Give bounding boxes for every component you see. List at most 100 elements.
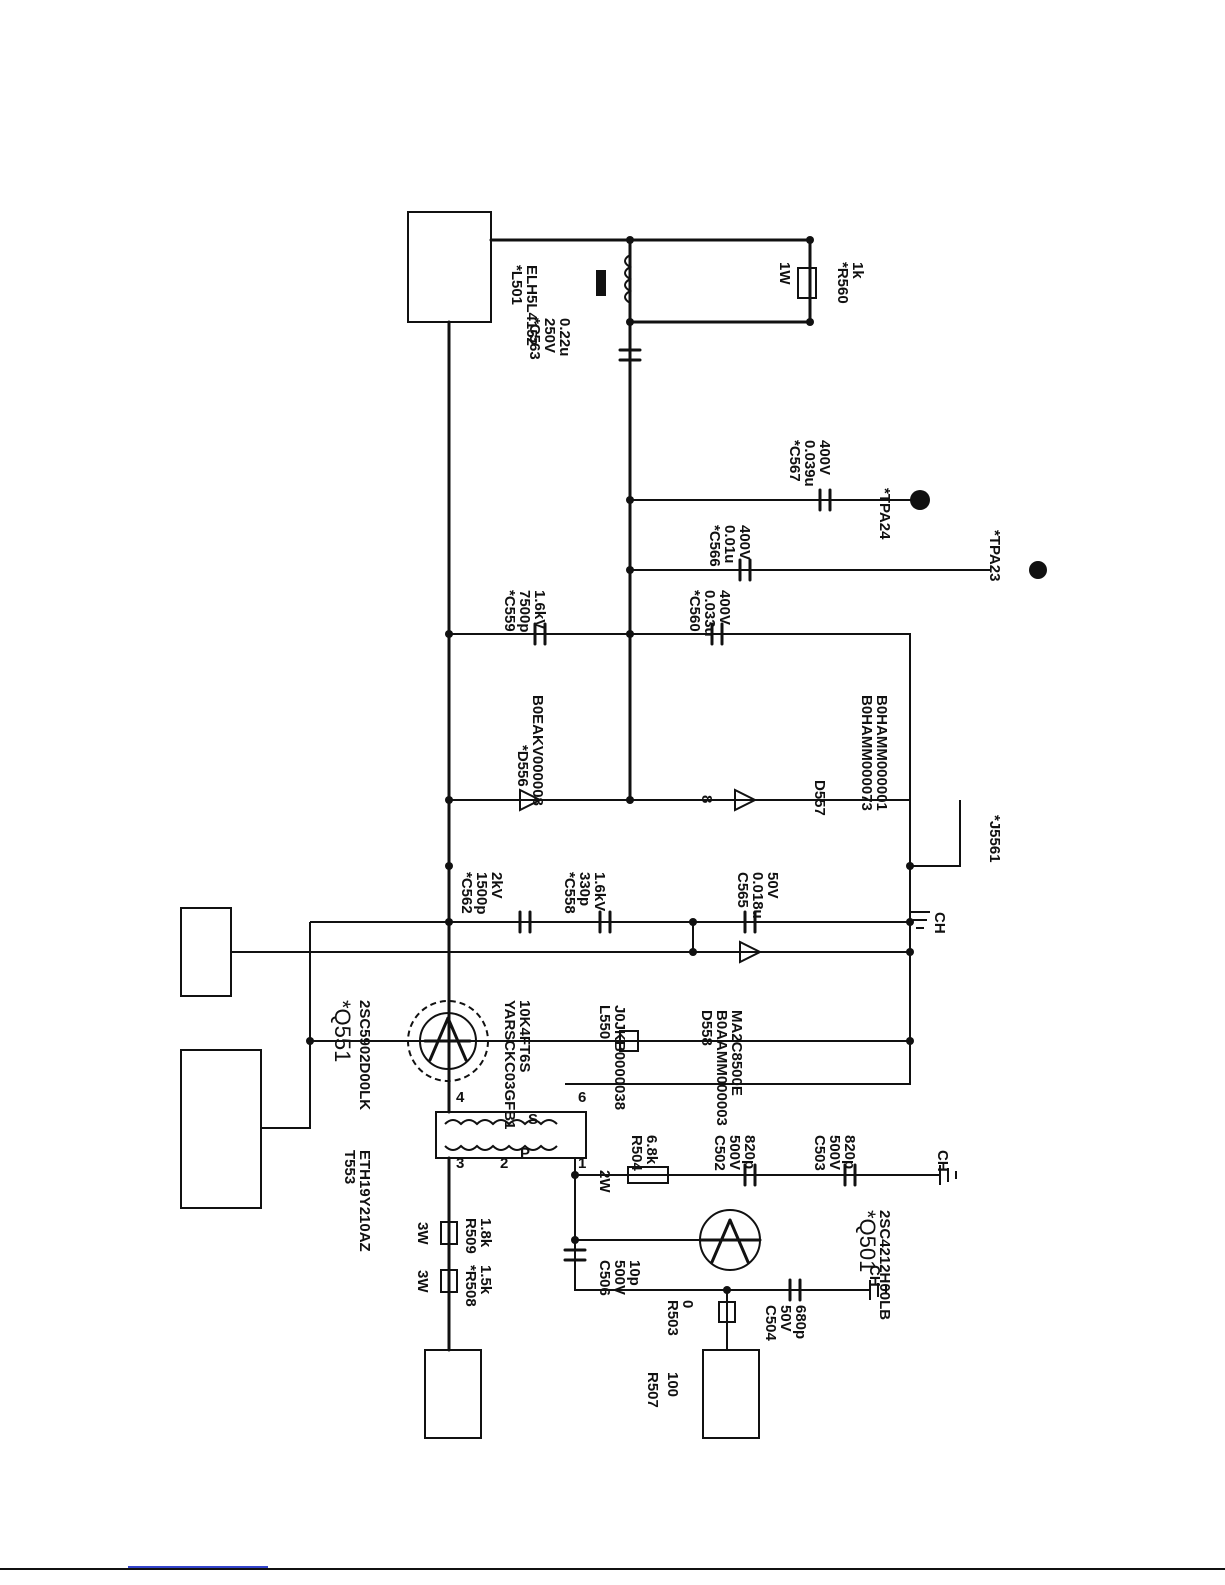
diode-d556 — [519, 788, 543, 812]
label-tpa23: *TPA23 — [986, 530, 1003, 581]
diode-d558 — [739, 940, 763, 964]
transformer-t553 — [435, 1111, 587, 1159]
label-q551-part3: 10K4FT6S — [516, 1000, 533, 1073]
transformer-coil-bottom — [444, 1144, 558, 1151]
block-bottom-left — [424, 1349, 482, 1439]
label-diode-mark: 8 — [698, 795, 715, 803]
label-c504-ref: C504 — [762, 1305, 779, 1342]
transistor-q551-inner — [419, 1012, 477, 1070]
label-r509-ref: R509 — [462, 1218, 479, 1254]
footer-link-underline[interactable] — [128, 1566, 268, 1568]
label-r560-value: 1k — [849, 262, 866, 279]
label-r507-ref: R507 — [644, 1372, 661, 1408]
label-d558-part: B0AAMM000003 — [713, 1010, 730, 1126]
label-d557-part2: B0HAMM000001 — [873, 695, 890, 811]
ground-symbol — [869, 1280, 887, 1300]
label-r503-value: 0 — [679, 1300, 696, 1308]
cap-c504 — [788, 1278, 802, 1302]
label-ground-1: CH — [934, 1150, 951, 1172]
label-l501-ref: *L501 — [508, 265, 525, 305]
label-c503-ref: C503 — [811, 1135, 828, 1171]
label-r509-watt: 3W — [414, 1222, 431, 1245]
label-c563-ref: *C563 — [526, 318, 543, 360]
label-t553-ref: T553 — [341, 1150, 358, 1184]
label-d557-ref: D557 — [811, 780, 828, 816]
transformer-coil-top — [444, 1119, 558, 1126]
label-c558-ref: *C558 — [561, 872, 578, 914]
label-q551-ref: *Q551 — [330, 1000, 355, 1062]
label-ground-2: CH — [866, 1265, 883, 1287]
label-l550-ref: L550 — [596, 1005, 613, 1039]
cap-c567 — [818, 488, 832, 512]
label-t553-pin: 6 — [578, 1089, 586, 1106]
label-q551-part: 2SC5902D00LK — [356, 1000, 373, 1110]
label-j5561-ref: *J5561 — [986, 815, 1003, 863]
resistor-r508 — [440, 1269, 458, 1293]
cap-c566 — [738, 558, 752, 582]
block-mid-small — [180, 907, 232, 997]
label-c502-value: 820p — [741, 1135, 758, 1169]
label-q501-part: 2SC4212H00LB — [876, 1210, 893, 1320]
label-c567-v: 400V — [816, 440, 833, 475]
cap-c562 — [518, 910, 532, 934]
block-bottom-mid — [702, 1349, 760, 1439]
label-c560-ref: *C560 — [686, 590, 703, 632]
label-c559-ref: *C559 — [501, 590, 518, 632]
wire-top — [489, 238, 812, 324]
label-r509-value: 1.8k — [477, 1218, 494, 1248]
label-c567-ref: *C567 — [786, 440, 803, 482]
label-r508-watt: 3W — [414, 1270, 431, 1293]
transistor-q551-base — [423, 1016, 472, 1062]
cap-c565 — [743, 910, 757, 934]
label-c504-value: 680p — [792, 1305, 809, 1339]
resistor-r504 — [627, 1166, 669, 1184]
label-d556-part: B0EAKV000008 — [529, 695, 546, 806]
cap-c558 — [598, 910, 612, 934]
label-c562-v: 2kV — [488, 872, 505, 899]
label-c558-v: 1.6kV — [591, 872, 608, 911]
testpoint-tpa24 — [910, 490, 930, 510]
block-top-right — [407, 211, 492, 323]
label-c503-value: 820p — [841, 1135, 858, 1169]
resistor-r560 — [797, 267, 817, 299]
cap-c559 — [533, 622, 547, 646]
label-r507-value: 100 — [664, 1372, 681, 1397]
label-r504-value: 6.8k — [643, 1135, 660, 1165]
label-r504-watt: 2W — [596, 1170, 613, 1193]
resistor-r503 — [718, 1301, 736, 1323]
label-c566-value: 0.01u — [721, 525, 738, 563]
label-c563-value: 0.22u — [556, 318, 573, 356]
label-c506-v: 500V — [611, 1260, 628, 1295]
label-c566-v: 400V — [736, 525, 753, 560]
label-d557-part: B0HAMM000073 — [858, 695, 875, 811]
ground-symbol — [910, 911, 930, 929]
block-left-tall — [180, 1049, 262, 1209]
cap-c560 — [710, 622, 724, 646]
label-tpa24: *TPA24 — [876, 488, 893, 540]
label-c559-v: 1.6kV — [531, 590, 548, 629]
cap-c563 — [618, 348, 642, 362]
label-t553-pin: P — [520, 1145, 530, 1162]
label-d556-ref: *D556 — [514, 745, 531, 787]
label-d558-ref: D558 — [698, 1010, 715, 1046]
wire-j5561 — [910, 800, 961, 867]
inductor-l501-core — [596, 270, 606, 296]
label-c562-ref: *C562 — [458, 872, 475, 914]
label-coil-mark: 1W — [776, 262, 793, 285]
label-t553-pin: S — [528, 1111, 538, 1128]
label-r508-value: 1.5k — [477, 1265, 494, 1295]
label-t553-pin: 3 — [456, 1155, 464, 1172]
label-r560-ref: *R560 — [834, 262, 851, 304]
label-t553-pin: 1 — [578, 1155, 586, 1172]
label-c502-ref: C502 — [711, 1135, 728, 1171]
label-c562-value: 1500p — [473, 872, 490, 915]
cap-c503 — [843, 1163, 857, 1187]
cap-c502 — [743, 1163, 757, 1187]
resistor-r509 — [440, 1221, 458, 1245]
label-c559-value: 7500p — [516, 590, 533, 633]
label-c506-value: 10p — [626, 1260, 643, 1286]
label-r503-ref: R503 — [664, 1300, 681, 1336]
label-r508-ref: *R508 — [462, 1265, 479, 1307]
label-q551-part2: YARSCKC03GFB1 — [501, 1000, 518, 1130]
